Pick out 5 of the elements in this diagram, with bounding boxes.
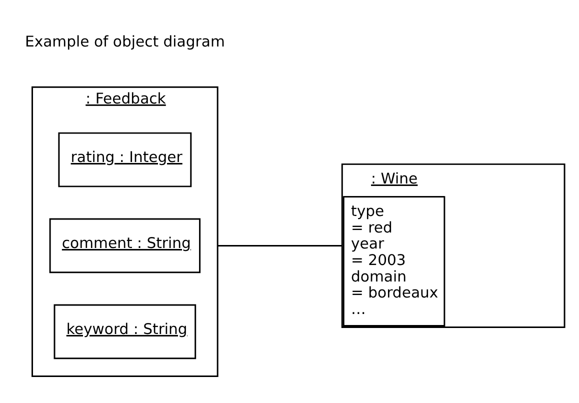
connector <box>218 244 342 246</box>
label: Example of object diagram <box>24 32 225 50</box>
node-box: comment : String <box>49 218 201 273</box>
node-box: rating : Integer <box>58 132 192 187</box>
node-box: keyword : String <box>54 304 196 359</box>
